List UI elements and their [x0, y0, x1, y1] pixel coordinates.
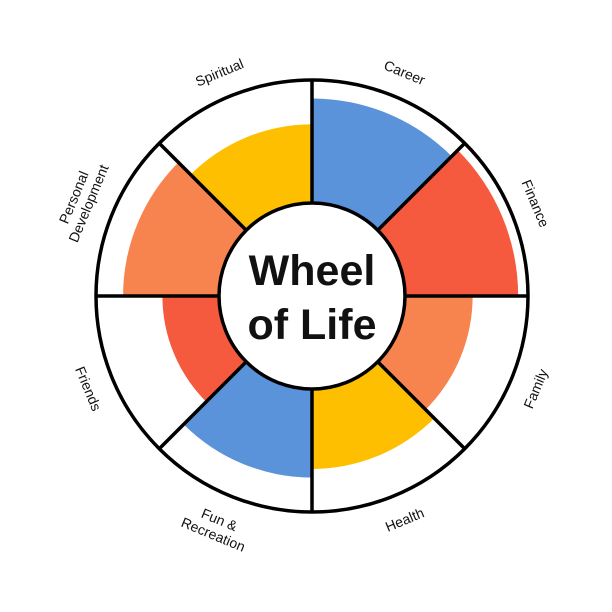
segment-divider — [376, 360, 466, 450]
segment-label-line: Friends — [72, 364, 105, 413]
segment-label-fun: Fun &Recreation — [179, 505, 248, 555]
segment-label-line: Finance — [519, 177, 553, 229]
center-circle — [217, 201, 407, 391]
segment-fill-friends — [162, 296, 247, 402]
segment-label-friends: Friends — [72, 364, 105, 413]
segment-label-line: Family — [520, 367, 551, 411]
segment-label-career: Career — [382, 57, 428, 88]
title-line-1: Wheel — [249, 247, 376, 295]
segment-fill-finance — [377, 150, 519, 296]
segment-fill-personal — [123, 162, 247, 296]
segment-divider — [376, 142, 466, 232]
segment-label-health: Health — [383, 504, 427, 534]
segment-fill-fun — [183, 361, 312, 478]
segment-label-line: Health — [383, 504, 427, 534]
segment-fills — [123, 98, 519, 478]
segment-dividers — [96, 80, 528, 512]
title-line-2: of Life — [248, 301, 377, 349]
segment-label-line: Spiritual — [193, 55, 246, 89]
segment-label-finance: Finance — [519, 177, 553, 229]
segment-divider — [158, 360, 248, 450]
segment-divider — [158, 142, 248, 232]
segment-label-line: Career — [382, 57, 428, 88]
segment-label-family: Family — [520, 367, 551, 411]
segment-fill-career — [312, 98, 452, 231]
segment-label-spiritual: Spiritual — [193, 55, 246, 89]
